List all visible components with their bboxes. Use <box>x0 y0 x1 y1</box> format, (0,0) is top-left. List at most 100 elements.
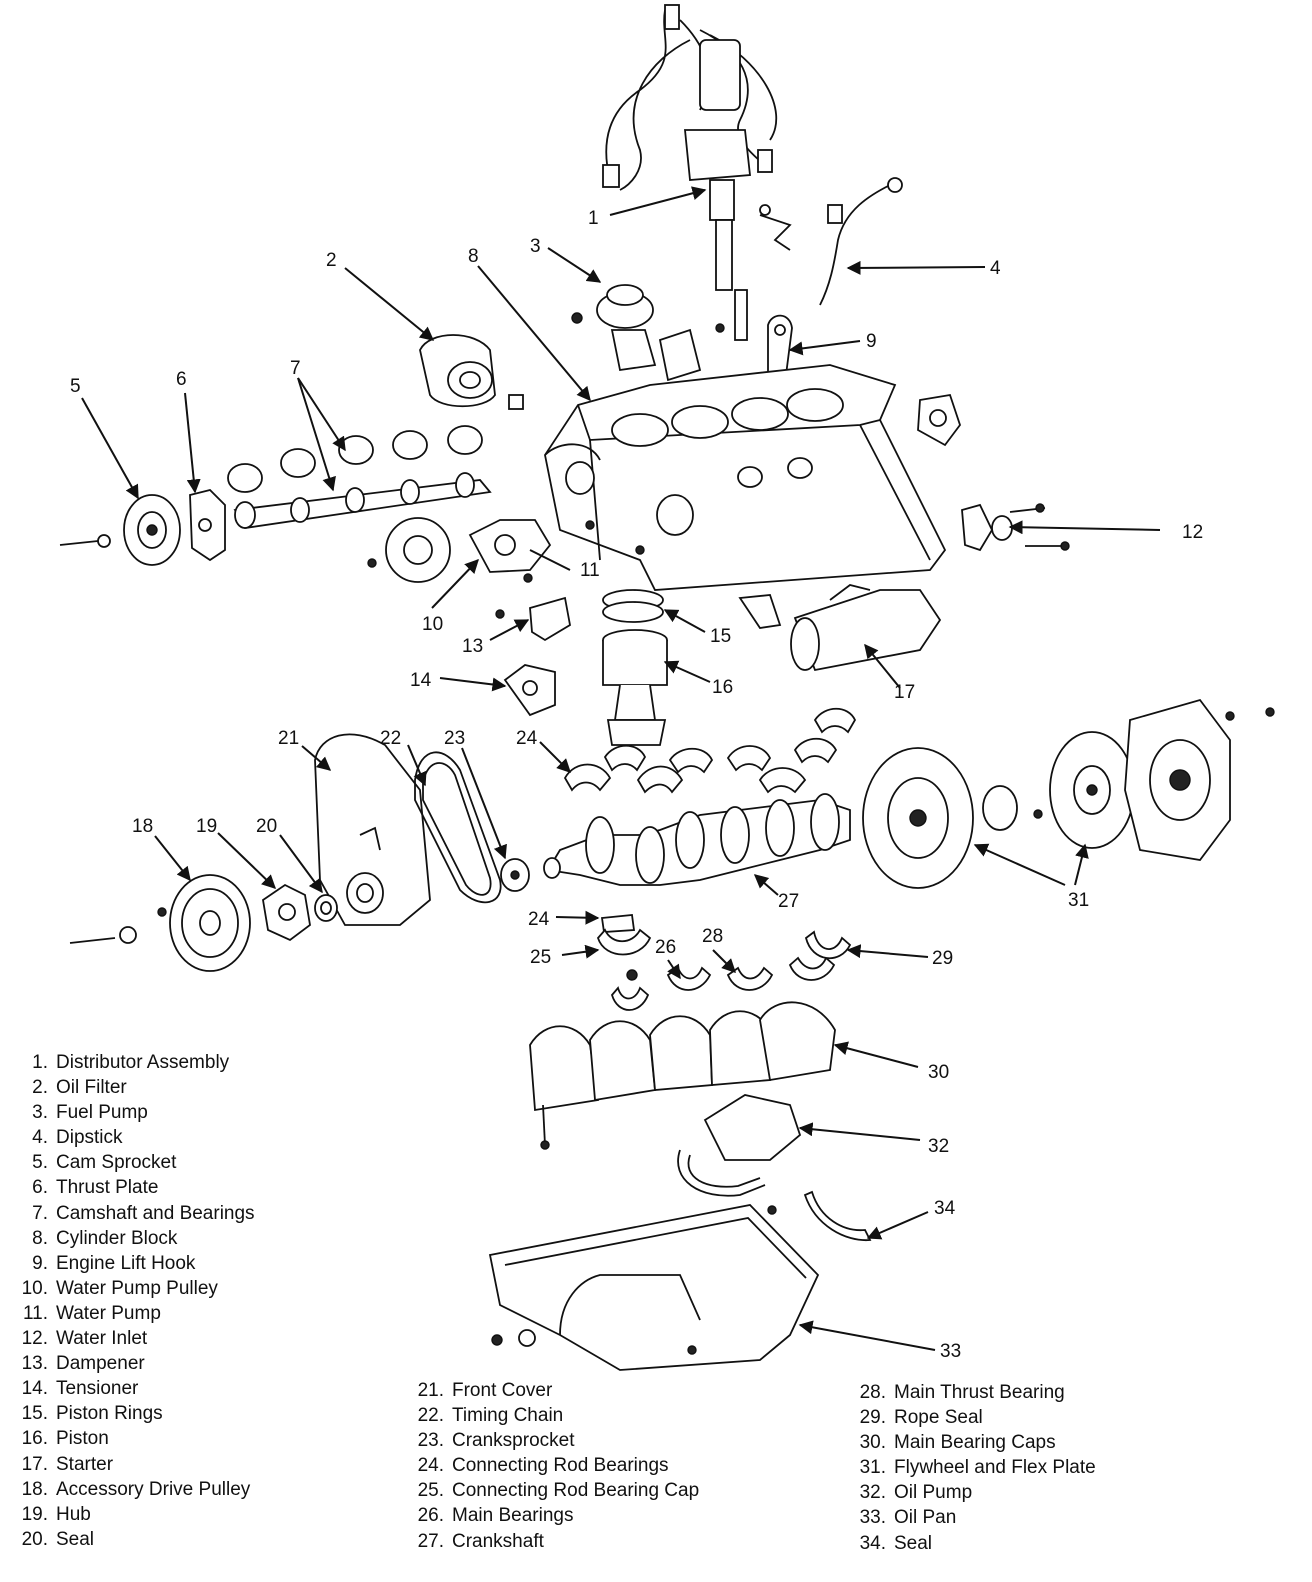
legend-number: 34. <box>859 1532 886 1554</box>
legend-item: 31.Flywheel and Flex Plate <box>840 1455 1096 1480</box>
legend-label: Front Cover <box>452 1380 553 1401</box>
callout-27: 27 <box>778 891 799 912</box>
callout-10: 10 <box>422 614 443 635</box>
legend-number: 6. <box>32 1177 48 1199</box>
callout-21: 21 <box>278 728 299 749</box>
legend-item: 26. Main Bearings <box>398 1503 699 1528</box>
camshaft-bearings <box>227 425 483 493</box>
water-pump-pulley <box>367 517 451 583</box>
piston-rings <box>602 589 664 623</box>
legend-label: Main Bearing Caps <box>894 1432 1056 1454</box>
piston <box>602 629 668 746</box>
legend-number: 3. <box>32 1102 48 1124</box>
legend-number: 33. <box>859 1507 886 1529</box>
legend-item: 14.Tensioner <box>4 1376 255 1401</box>
legend-label: Water Inlet <box>56 1328 148 1350</box>
legend-item: 3. Fuel Pump <box>4 1100 255 1125</box>
legend-item: 21.Front Cover <box>398 1378 699 1403</box>
callout-29: 29 <box>932 948 953 969</box>
legend-label: Connecting Rod Bearings <box>452 1455 669 1477</box>
callout-23: 23 <box>444 728 465 749</box>
legend-item: 30.Main Bearing Caps <box>840 1430 1096 1455</box>
legend-item: 17.Starter <box>4 1452 255 1477</box>
legend-number: 27. <box>417 1530 444 1552</box>
legend-number: 19. <box>21 1503 48 1525</box>
callout-13: 13 <box>462 636 483 657</box>
dipstick <box>819 177 903 306</box>
legend-number: 26. <box>417 1505 444 1527</box>
legend-label: Camshaft and Bearings <box>56 1202 255 1224</box>
rear-cover-plate <box>917 393 962 447</box>
callout-4: 4 <box>990 258 1001 279</box>
thrust-plate <box>189 489 226 562</box>
legend-number: 32. <box>859 1482 886 1504</box>
callout-33: 33 <box>940 1341 961 1362</box>
callout-8: 8 <box>468 246 479 267</box>
callout-12: 12 <box>1182 522 1203 543</box>
legend-number: 16. <box>21 1428 48 1450</box>
callout-5: 5 <box>70 376 81 397</box>
legend-label: Oil Filter <box>56 1077 127 1099</box>
legend-label: Fuel Pump <box>56 1102 148 1124</box>
legend-item: 8.Cylinder Block <box>4 1226 255 1251</box>
legend-item: 18.Accessory Drive Pulley <box>4 1477 255 1502</box>
legend-item: 12. Water Inlet <box>4 1326 255 1351</box>
legend-item: 20.Seal <box>4 1527 255 1552</box>
legend-item: 6.Thrust Plate <box>4 1175 255 1200</box>
legend-number: 2. <box>32 1077 48 1099</box>
legend-number: 4. <box>32 1127 48 1149</box>
timing-chain <box>414 751 502 904</box>
legend-number: 1. <box>32 1052 48 1073</box>
starter <box>738 584 942 672</box>
dampener <box>495 596 571 642</box>
callout-6: 6 <box>176 369 187 390</box>
water-pump <box>468 519 552 583</box>
legend-label: Main Bearings <box>452 1505 574 1527</box>
legend-item: 22. Timing Chain <box>398 1403 699 1428</box>
legend-number: 18. <box>21 1478 48 1500</box>
legend-item: 32.Oil Pump <box>840 1480 1096 1505</box>
cam-sprocket <box>59 494 181 566</box>
legend-label: Water Pump Pulley <box>56 1277 218 1299</box>
flex-plate <box>1049 731 1135 849</box>
legend-item: 5.Cam Sprocket <box>4 1150 255 1175</box>
oil-pan <box>488 1204 820 1371</box>
callout-14: 14 <box>410 670 432 691</box>
oil-pump <box>677 1094 802 1215</box>
legend-label: Cranksprocket <box>452 1430 575 1452</box>
legend-label: Distributor Assembly <box>56 1052 230 1073</box>
legend-label: Connecting Rod Bearing Cap <box>452 1480 700 1502</box>
legend-label: Piston <box>56 1428 109 1450</box>
legend-label: Seal <box>56 1528 95 1550</box>
legend-label: Crankshaft <box>452 1530 544 1552</box>
legend-column-2: 21.Front Cover 22. Timing Chain 23.Cranks… <box>398 1378 700 1554</box>
callout-numbers: 1 2 3 4 5 6 7 8 9 10 11 12 13 14 15 16 1… <box>70 208 1203 1362</box>
oil-filter <box>419 334 524 410</box>
accessory-drive-pulley <box>69 874 251 972</box>
legend-label: Main Thrust Bearing <box>894 1382 1065 1403</box>
upper-bearing-shells <box>563 707 857 794</box>
callout-25: 25 <box>530 947 551 968</box>
legend-number: 15. <box>21 1403 48 1425</box>
legend-label: Flywheel and Flex Plate <box>894 1457 1096 1479</box>
main-bearing-caps <box>529 1001 836 1150</box>
legend-label: Starter <box>56 1453 114 1475</box>
callout-7: 7 <box>290 358 301 379</box>
legend-item: 10. Water Pump Pulley <box>4 1276 255 1301</box>
legend-number: 12. <box>21 1328 48 1350</box>
legend-number: 25. <box>417 1480 444 1502</box>
clutch-housing <box>1124 698 1275 861</box>
legend-item: 23.Cranksprocket <box>398 1428 699 1453</box>
legend-number: 5. <box>32 1152 48 1174</box>
legend-item: 29.Rope Seal <box>840 1405 1096 1430</box>
legend-number: 28. <box>859 1382 886 1403</box>
legend-item: 7.Camshaft and Bearings <box>4 1201 255 1226</box>
cranksprocket <box>500 858 530 892</box>
camshaft <box>233 472 492 529</box>
legend-number: 10. <box>21 1277 48 1299</box>
legend-number: 22. <box>417 1405 444 1427</box>
legend-item: 16. Piston <box>4 1426 255 1451</box>
legend-label: Timing Chain <box>452 1405 564 1427</box>
legend-item: 13.Dampener <box>4 1351 255 1376</box>
